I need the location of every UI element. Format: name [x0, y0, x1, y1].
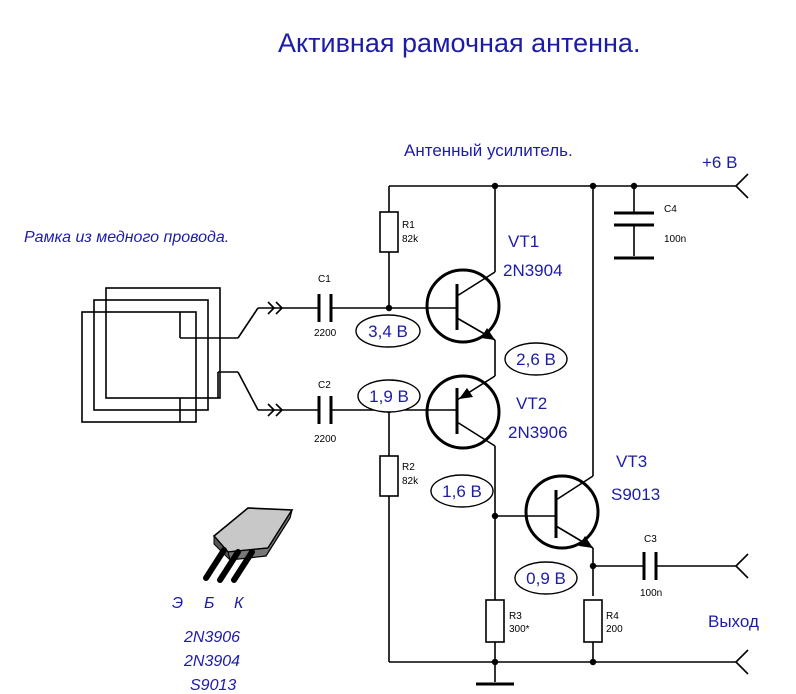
amplifier-label: Антенный усилитель. [404, 141, 573, 160]
r2-name: R2 [402, 462, 415, 473]
input-connector-1 [258, 301, 318, 315]
pin-emitter: Э [172, 595, 183, 612]
voltage-vt1-emitter-text: 2,6 В [516, 350, 556, 369]
resistor-r1: R1 82k [379, 186, 419, 308]
c3-value: 100n [640, 588, 662, 599]
r3-value: 300* [509, 624, 530, 635]
r1-value: 82k [402, 234, 419, 245]
c3-name: C3 [644, 534, 657, 545]
ground-rail [389, 649, 749, 686]
c1-name: C1 [318, 274, 331, 285]
r4-value: 200 [606, 624, 623, 635]
r2-value: 82k [402, 476, 419, 487]
c4-value: 100n [664, 234, 686, 245]
pin-base: Б [204, 595, 214, 612]
supply-label: +6 В [702, 153, 737, 172]
input-connector-2 [258, 403, 318, 417]
pinout-part-1: 2N3906 [183, 629, 240, 646]
r3-name: R3 [509, 611, 522, 622]
voltage-vt1-emitter: 2,6 В [504, 342, 568, 376]
c2-name: C2 [318, 380, 331, 391]
vt3-type: S9013 [611, 485, 660, 504]
resistor-r4: R4 200 [583, 599, 623, 662]
supply-rail [389, 173, 749, 199]
vt2-type: 2N3906 [508, 423, 568, 442]
voltage-vt3-base: 1,6 В [430, 474, 494, 508]
loop-label: Рамка из медного провода. [24, 229, 229, 246]
c4-name: C4 [664, 204, 677, 215]
output-label: Выход [708, 612, 759, 631]
voltage-vt1-base: 3,4 В [355, 314, 421, 348]
vt1-type: 2N3904 [503, 261, 563, 280]
resistor-r3: R3 300* [485, 599, 530, 643]
transistor-vt2 [385, 372, 501, 662]
capacitor-c4: C4 100n [614, 186, 686, 260]
voltage-vt3-base-text: 1,6 В [442, 482, 482, 501]
capacitor-c1: C1 2200 [314, 274, 389, 339]
transistor-vt3 [495, 186, 600, 596]
r4-name: R4 [606, 611, 619, 622]
pinout-part-2: 2N3904 [183, 653, 240, 670]
voltage-vt1-base-text: 3,4 В [368, 322, 408, 341]
transistor-vt1 [385, 186, 501, 372]
capacitor-c3: C3 100n [593, 534, 749, 599]
voltage-vt3-emitter: 0,9 В [514, 561, 578, 595]
resistor-r2: R2 82k [379, 410, 419, 662]
vt3-name: VT3 [616, 452, 647, 471]
voltage-vt3-emitter-text: 0,9 В [526, 569, 566, 588]
c2-value: 2200 [314, 434, 337, 445]
c1-value: 2200 [314, 328, 337, 339]
to92-package-icon [203, 507, 294, 583]
diagram-title: Активная рамочная антенна. [278, 28, 640, 58]
voltage-vt2-base: 1,9 В [357, 379, 421, 413]
vt2-name: VT2 [516, 394, 547, 413]
vt1-name: VT1 [508, 232, 539, 251]
loop-antenna [81, 287, 259, 423]
voltage-vt2-base-text: 1,9 В [369, 387, 409, 406]
pinout-part-3: S9013 [190, 677, 236, 694]
r1-name: R1 [402, 220, 415, 231]
pin-collector: К [234, 595, 245, 612]
